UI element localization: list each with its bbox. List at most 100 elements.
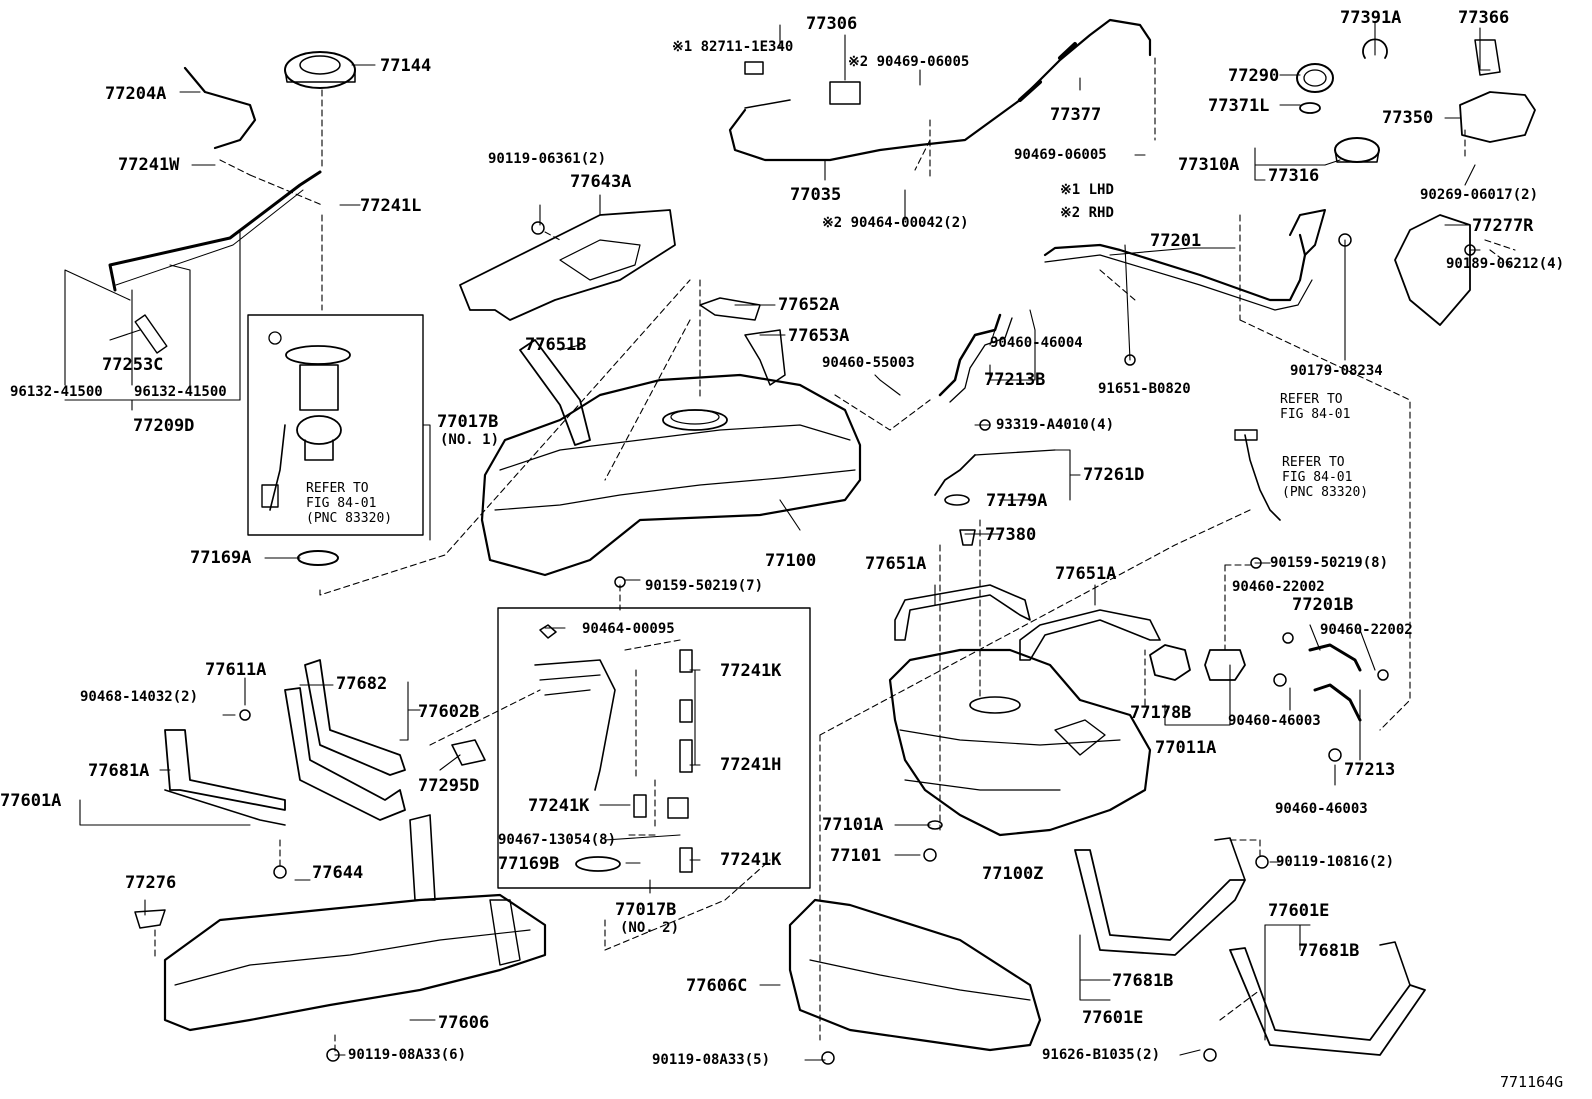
part-label-90159-50219-7: 90159-50219(7) [645, 578, 764, 594]
part-label-77209D: 77209D [133, 416, 195, 436]
part-label-90460-22002-a: 90460-22002 [1232, 579, 1325, 595]
tank-strap-77651A-right [1019, 609, 1161, 661]
part-label-90464-00042: ※2 90464-00042(2) [822, 215, 969, 231]
part-label-90467-13054: 90467-13054(8) [498, 832, 617, 848]
fuel-tube-77209D [108, 170, 322, 292]
part-label-90460-22002-b: 90460-22002 [1320, 622, 1413, 638]
bracket-77276 [134, 909, 166, 929]
part-label-77276: 77276 [125, 873, 177, 893]
part-label-90460-46003-a: 90460-46003 [1228, 713, 1321, 729]
part-label-90460-55003: 90460-55003 [822, 355, 915, 371]
pump-assy-box [497, 607, 811, 889]
clamp-90460-22002-left [1282, 632, 1294, 644]
part-label-90159-50219-8: 90159-50219(8) [1270, 555, 1389, 571]
part-label-90469-06005-b: 90469-06005 [1014, 147, 1107, 163]
part-label-refer-fig-84-01-pnc-right: REFER TO FIG 84-01 (PNC 83320) [1282, 455, 1369, 500]
washer-77101A [927, 820, 943, 830]
part-label-77169A: 77169A [190, 548, 252, 568]
gasket-77169A [297, 550, 339, 566]
strap-77681B-left [1074, 849, 1246, 956]
part-label-refer-fig-84-01-pnc-left: REFER TO FIG 84-01 (PNC 83320) [306, 481, 393, 526]
part-label-rhd: ※2 RHD [1060, 205, 1114, 221]
clamp-90460-46003-top [1273, 673, 1287, 687]
part-label-90269-06017: 90269-06017(2) [1420, 187, 1539, 203]
strap-77602B-rear [284, 687, 406, 821]
valve-77178B [1149, 644, 1191, 681]
ring-77371L [1299, 102, 1321, 114]
part-label-77391A: 77391A [1340, 8, 1402, 28]
protector-77606 [163, 893, 547, 1032]
pump-connector [539, 624, 557, 639]
part-label-91651-B0820: 91651-B0820 [1098, 381, 1191, 397]
bolt-90189 [1464, 244, 1476, 256]
part-label-93319-A4010: 93319-A4010(4) [996, 417, 1115, 433]
bolt-90179 [1338, 233, 1352, 247]
part-label-77306: 77306 [806, 14, 858, 34]
part-label-77213B: 77213B [984, 370, 1046, 390]
strap-77681A [164, 729, 286, 811]
fuel-hose-77204A [183, 66, 257, 150]
part-label-77035: 77035 [790, 185, 842, 205]
tank-strap-77651A-left [894, 584, 1031, 641]
valve-77011A [1204, 649, 1246, 681]
part-label-90460-46004: 90460-46004 [990, 335, 1083, 351]
part-label-77100Z: 77100Z [982, 864, 1044, 884]
part-label-96132-41500-b: 96132-41500 [134, 384, 227, 400]
part-label-90460-46003-b: 90460-46003 [1275, 801, 1368, 817]
inlet-77290 [1296, 63, 1334, 93]
pad-77295D [451, 739, 486, 766]
part-label-77261D: 77261D [1083, 465, 1145, 485]
fuel-door-opener-77306 [829, 81, 861, 105]
part-label-77253C: 77253C [102, 355, 164, 375]
filler-pipe-77201 [1043, 233, 1307, 302]
bolt-90468 [239, 709, 251, 721]
part-label-refer-fig-84-01: REFER TO FIG 84-01 [1280, 392, 1351, 422]
part-label-77380: 77380 [985, 525, 1037, 545]
part-label-77310A: 77310A [1178, 155, 1240, 175]
part-label-77681A: 77681A [88, 761, 150, 781]
part-label-77144: 77144 [380, 56, 432, 76]
bolt-77101 [923, 848, 937, 862]
part-label-77100: 77100 [765, 551, 817, 571]
part-label-77179A: 77179A [986, 491, 1048, 511]
part-label-90469-06005-a: ※2 90469-06005 [848, 54, 970, 70]
bolt-90159-8 [1250, 557, 1262, 569]
bolt-90159-7 [614, 576, 626, 588]
part-label-77602B: 77602B [418, 702, 480, 722]
filler-cap-77310A [1334, 137, 1380, 163]
fuel-filler-door-77350 [1459, 91, 1536, 143]
bolt-91626 [1203, 1048, 1217, 1062]
hose-77213 [1313, 683, 1362, 722]
part-label-96132-41500-a: 96132-41500 [10, 384, 103, 400]
relay-82711 [744, 61, 764, 75]
fuel-cable-77035 [728, 18, 1152, 162]
strap-77681B-right [1229, 947, 1426, 1056]
bolt-77644 [273, 865, 287, 879]
bolt-90119-08A33-5 [821, 1051, 835, 1065]
part-label-77681B-right: 77681B [1298, 941, 1360, 961]
part-label-77366: 77366 [1458, 8, 1510, 28]
part-label-90119-08A33-6: 90119-08A33(6) [348, 1047, 467, 1063]
fuel-pump-flange [285, 345, 351, 365]
bolt-90119-06361 [531, 221, 545, 235]
ring-77391A [1362, 38, 1388, 59]
protector-77643A [459, 209, 676, 321]
part-label-no1: (NO. 1) [440, 432, 500, 448]
part-label-77681B-left: 77681B [1112, 971, 1174, 991]
part-label-77371L: 77371L [1208, 96, 1270, 116]
part-label-lhd: ※1 LHD [1060, 182, 1114, 198]
part-label-77101A: 77101A [822, 815, 884, 835]
sender-wire-77261D [934, 454, 976, 496]
part-label-90119-06361: 90119-06361(2) [488, 151, 607, 167]
part-label-90468-14032: 90468-14032(2) [80, 689, 199, 705]
part-label-77643A: 77643A [570, 172, 632, 192]
fuel-tank-77100 [480, 373, 862, 577]
part-label-77601E-right: 77601E [1268, 901, 1330, 921]
part-label-82711-1E340: ※1 82711-1E340 [672, 39, 794, 55]
part-label-77017B-1: 77017B [437, 412, 499, 432]
sender-gauge-right [1244, 434, 1281, 521]
protector-77277R [1394, 214, 1471, 326]
part-label-77651A-right: 77651A [1055, 564, 1117, 584]
